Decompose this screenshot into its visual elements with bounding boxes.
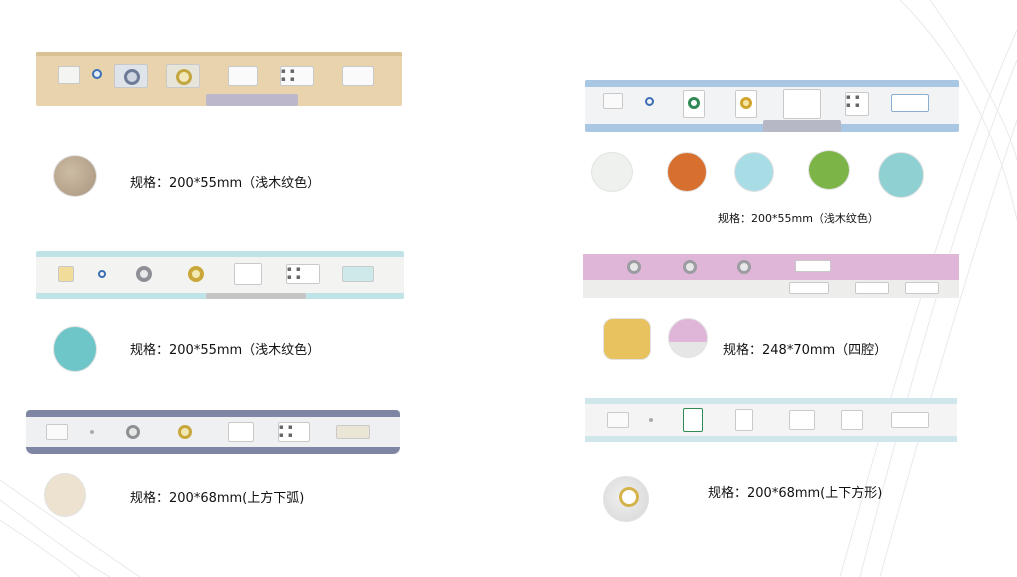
power-socket-module [841,410,863,430]
gas-outlet [627,260,641,274]
switch-module [228,66,258,86]
product-image-pink-panel [583,254,959,298]
nurse-call-module [603,93,623,109]
gas-terminal-module [735,90,757,118]
color-swatch-beige [44,473,86,517]
switch-module [891,412,929,428]
outlet-port [645,97,654,106]
outlet-port [98,270,106,278]
outlet-port [649,418,653,422]
gas-outlet [178,425,192,439]
panel-handle [763,120,841,132]
power-socket-module: ▪ ▪▪ ▪ [278,422,310,442]
switch-module [783,89,821,119]
product-image-aqua-panel: ▪ ▪▪ ▪ [36,251,404,299]
switch-module [336,425,370,439]
switch-module [234,263,262,285]
product-spec-label: 规格：200*55mm（浅木纹色） [718,212,879,225]
color-swatch-teal [878,152,924,198]
switch-module [342,66,374,86]
gas-outlet [683,260,697,274]
switch-module [342,266,374,282]
color-swatch-aqua [53,326,97,372]
product-image-wood-panel: ▪ ▪▪ ▪ [36,52,402,106]
gas-terminal-module [114,64,148,88]
power-socket-module: ▪ ▪▪ ▪ [286,264,320,284]
color-swatch-green [808,150,850,190]
color-swatch-gray-outlet [603,476,649,522]
nurse-call-module [58,66,80,84]
switch-module [795,260,831,272]
gas-terminal-module [735,409,753,431]
nurse-call-module [58,266,74,282]
outlet-port [90,430,94,434]
product-spec-label: 规格：200*55mm（浅木纹色） [130,176,321,191]
color-swatch-orange [667,152,707,192]
panel-handle [206,94,298,106]
product-spec-label: 规格：200*68mm(上方下弧) [130,491,305,506]
product-spec-label: 规格：248*70mm（四腔） [723,343,888,358]
product-image-white-panel [585,398,957,442]
color-swatch-white [591,152,633,192]
color-swatch-yellow-blue [603,318,651,360]
nurse-call-module [607,412,629,428]
gas-outlet [126,425,140,439]
switch-module [891,94,929,112]
gas-terminal-module [683,90,705,118]
product-spec-label: 规格：200*68mm(上下方形) [708,486,883,501]
product-image-sky-panel: ▪ ▪▪ ▪ [585,80,959,132]
switch-module [789,282,829,294]
power-socket-module: ▪ ▪▪ ▪ [280,66,314,86]
outlet-port [92,69,102,79]
product-image-slate-panel: ▪ ▪▪ ▪ [26,410,400,454]
power-socket-module [905,282,939,294]
gas-outlet [188,266,204,282]
panel-handle [206,293,306,299]
gas-outlet [737,260,751,274]
color-swatch-pink [668,318,708,358]
power-socket-module: ▪ ▪▪ ▪ [845,92,869,116]
nurse-call-module [46,424,68,440]
gas-outlet [136,266,152,282]
gas-terminal-module [683,408,703,432]
switch-module [789,410,815,430]
color-swatch-wood-texture [53,155,97,197]
color-swatch-aqua [734,152,774,192]
gas-terminal-module [166,64,200,88]
switch-module [228,422,254,442]
product-spec-label: 规格：200*55mm（浅木纹色） [130,343,321,358]
power-socket-module [855,282,889,294]
